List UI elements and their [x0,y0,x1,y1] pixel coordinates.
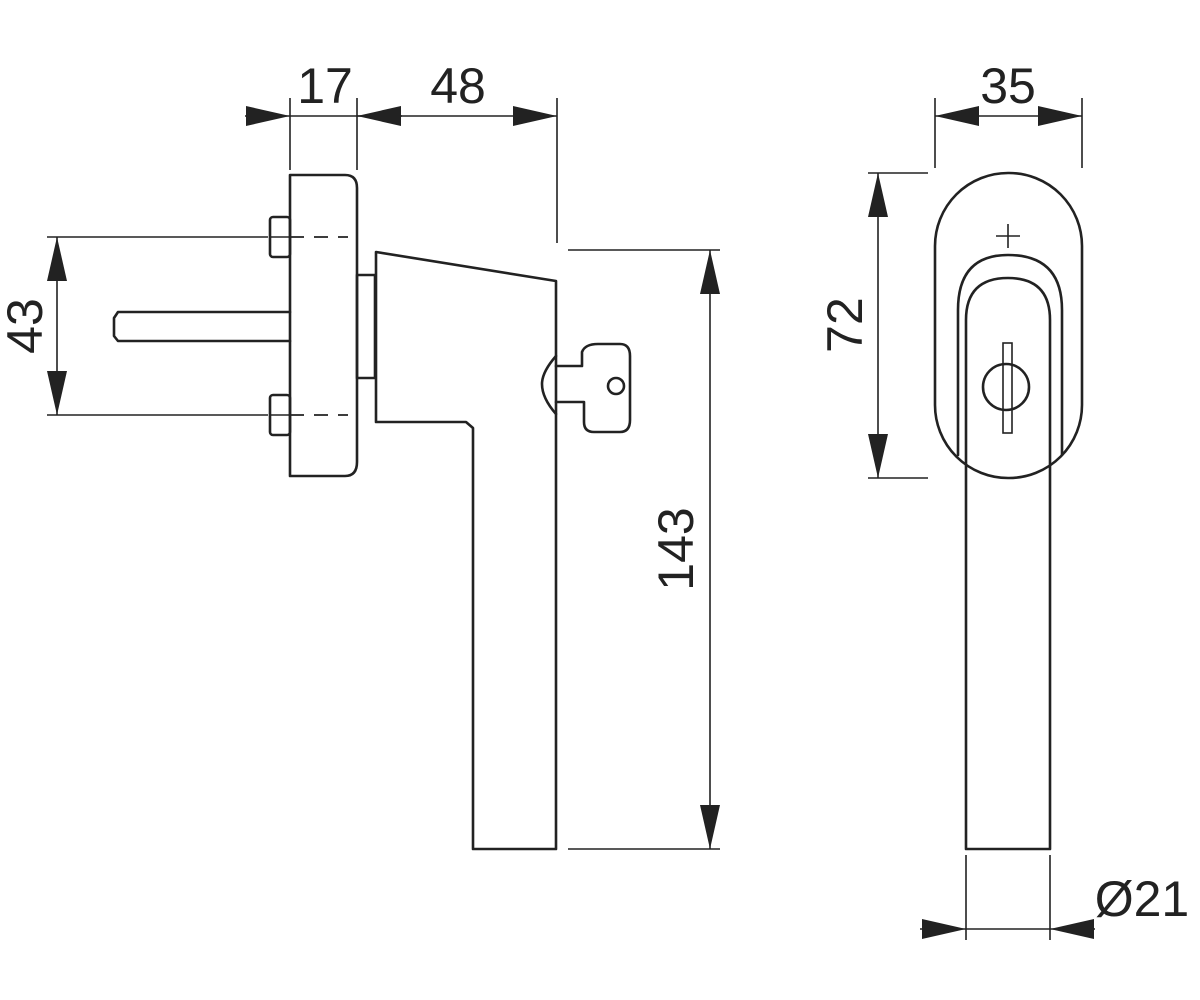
lock-cylinder-front [981,362,1031,412]
dim-label-48: 48 [430,58,486,114]
dimension-lines [47,98,1095,940]
lock-cylinder [540,354,558,416]
rosette-plate [288,173,359,478]
key-front [1002,342,1013,434]
front-view [933,171,1084,851]
dim-label-diameter-21: Ø21 [1095,871,1190,927]
grip-lever [964,276,1052,851]
spindle [112,310,292,343]
grip-recess [956,253,1064,457]
key-hole [606,376,626,396]
rosette-outline [933,171,1084,480]
side-view [112,173,632,851]
handle-body [374,250,558,851]
dim-label-143: 143 [648,507,704,590]
key [554,342,632,434]
dimension-labels: 17 48 35 43 143 72 Ø21 [0,58,1189,927]
dim-label-35: 35 [980,58,1036,114]
dim-label-72: 72 [817,297,873,353]
dim-label-17: 17 [297,58,353,114]
dim-label-43: 43 [0,298,53,354]
spacer [355,273,377,380]
